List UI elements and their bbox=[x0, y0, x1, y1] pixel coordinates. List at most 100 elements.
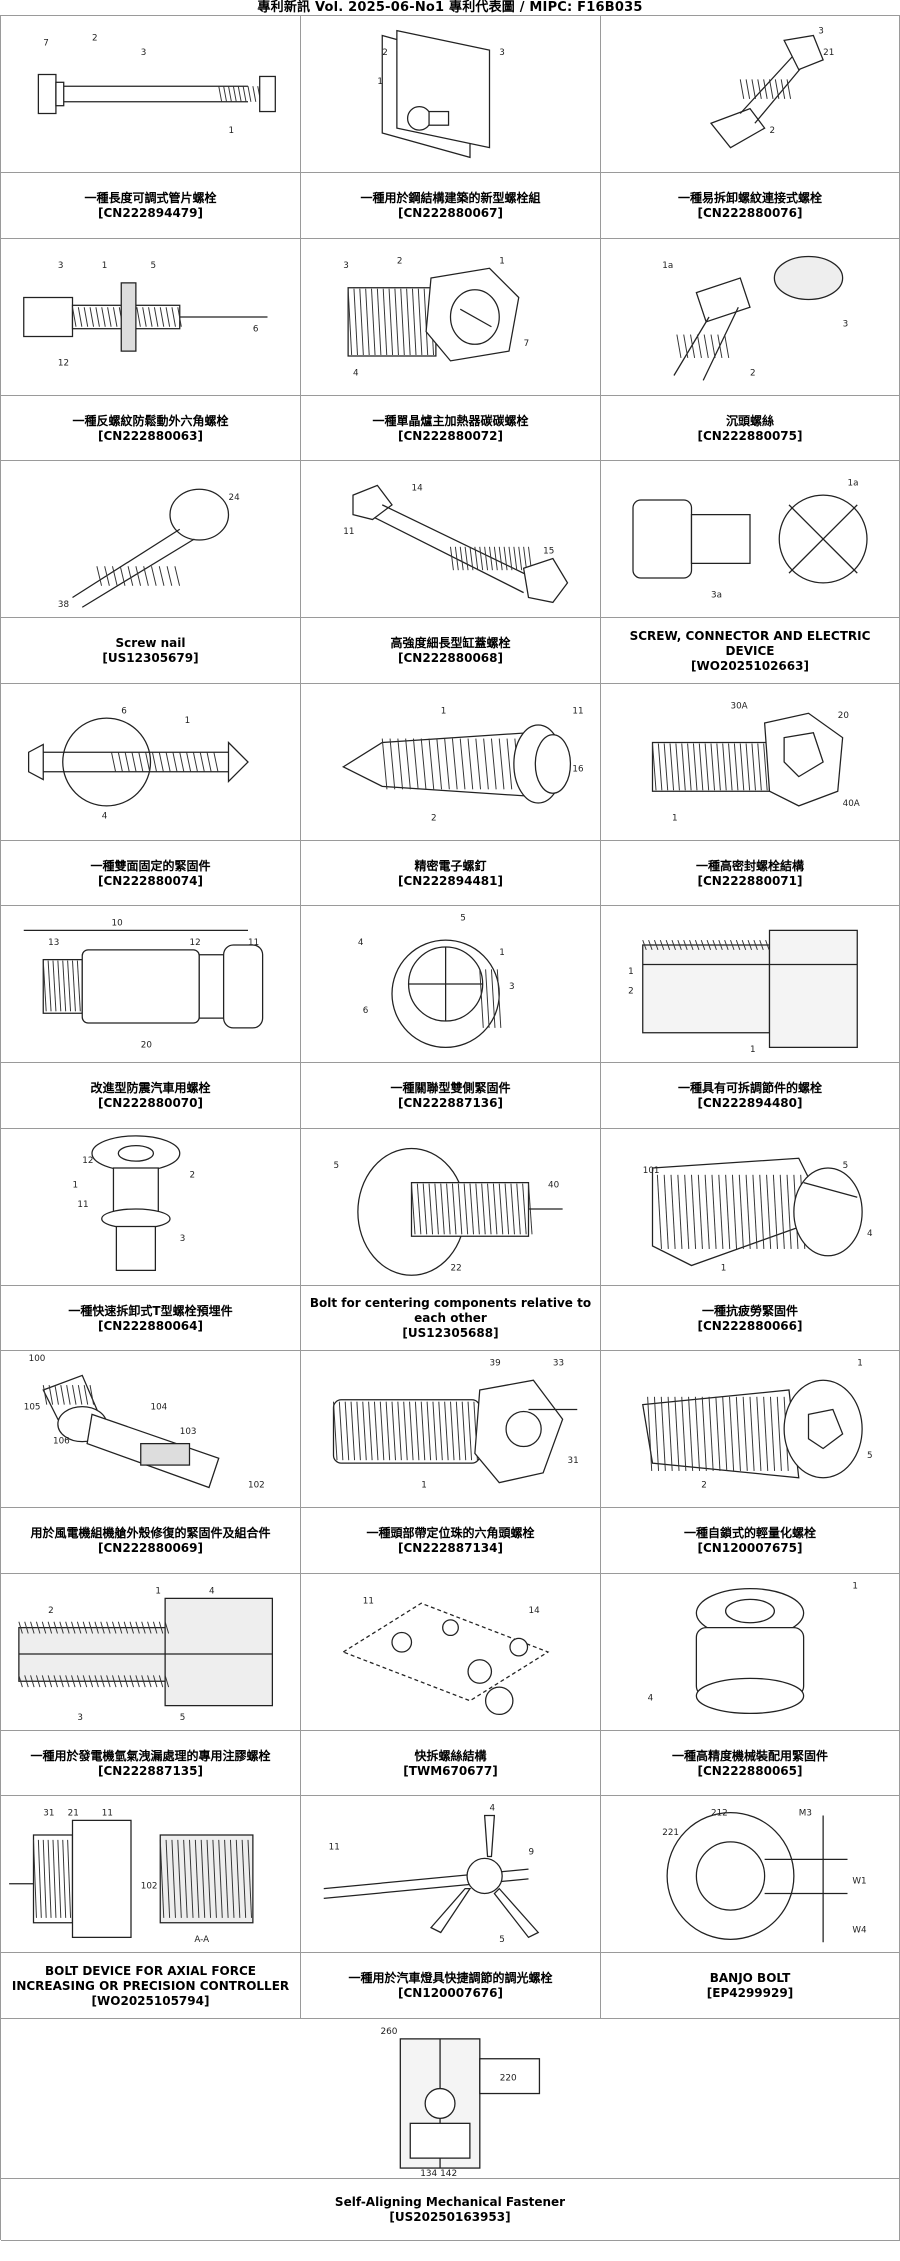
patent-card[interactable]: 1114快拆螺絲結構[TWM670677] bbox=[301, 1574, 601, 1797]
svg-text:3: 3 bbox=[180, 1234, 186, 1244]
svg-text:2: 2 bbox=[770, 126, 776, 136]
patent-card[interactable]: 614一種雙面固定的緊固件[CN222880074] bbox=[1, 684, 301, 907]
patent-card[interactable]: 32174一種單晶爐主加熱器碳碳螺栓[CN222880072] bbox=[301, 239, 601, 462]
patent-card[interactable]: 21435一種用於發電機氫氣洩漏處理的專用注膠螺栓[CN222887135] bbox=[1, 1574, 301, 1797]
patent-caption: 改進型防震汽車用螺栓[CN222880070] bbox=[1, 1063, 300, 1129]
svg-text:105: 105 bbox=[24, 1403, 41, 1413]
axial-drawing: 312111102A-A bbox=[1, 1796, 300, 1953]
svg-text:A-A: A-A bbox=[194, 1935, 209, 1945]
patent-number[interactable]: [CN222880076] bbox=[698, 206, 803, 221]
patent-number[interactable]: [CN222880074] bbox=[98, 874, 203, 889]
patent-card[interactable]: 30A2040A1一種高密封螺栓結構[CN222880071] bbox=[601, 684, 900, 907]
patent-number[interactable]: [WO2025102663] bbox=[691, 659, 809, 674]
patent-number[interactable]: [CN222880068] bbox=[398, 651, 503, 666]
patent-card[interactable]: 121一種具有可拆調節件的螺栓[CN222894480] bbox=[601, 906, 900, 1129]
patent-number[interactable]: [CN222880070] bbox=[98, 1096, 203, 1111]
patent-card[interactable]: 3933311一種頭部帶定位珠的六角頭螺栓[CN222887134] bbox=[301, 1351, 601, 1574]
patent-number[interactable]: [US20250163953] bbox=[389, 2210, 510, 2225]
patent-title: 一種用於汽車燈具快捷調節的調光螺栓 bbox=[348, 1971, 552, 1986]
diag-bolt-icon: 3212 bbox=[601, 16, 899, 172]
patent-card[interactable]: 101514一種抗疲勞緊固件[CN222880066] bbox=[601, 1129, 900, 1352]
patent-row: 21435一種用於發電機氫氣洩漏處理的專用注膠螺栓[CN222887135]11… bbox=[0, 1573, 900, 1796]
svg-text:103: 103 bbox=[180, 1427, 197, 1437]
patent-number[interactable]: [CN222880064] bbox=[98, 1319, 203, 1334]
svg-text:221: 221 bbox=[662, 1828, 679, 1838]
patent-number[interactable]: [CN222887136] bbox=[398, 1096, 503, 1111]
patent-card[interactable]: 141115高強度細長型缸蓋螺栓[CN222880068] bbox=[301, 461, 601, 684]
svg-text:11: 11 bbox=[343, 527, 354, 537]
patent-card[interactable]: 221212M3W1W4BANJO BOLT[EP4299929] bbox=[601, 1796, 900, 2019]
patent-card[interactable]: 123一種用於鋼結構建築的新型螺栓組[CN222880067] bbox=[301, 16, 601, 239]
patent-card[interactable]: 11495一種用於汽車燈具快捷調節的調光螺栓[CN120007676] bbox=[301, 1796, 601, 2019]
lamp-drawing: 11495 bbox=[301, 1796, 600, 1953]
svg-text:5: 5 bbox=[867, 1451, 873, 1461]
svg-text:1: 1 bbox=[421, 1481, 427, 1491]
patent-number[interactable]: [CN222894479] bbox=[98, 206, 203, 221]
patent-caption: 一種用於鋼結構建築的新型螺栓組[CN222880067] bbox=[301, 173, 600, 239]
patent-caption: 一種雙面固定的緊固件[CN222880074] bbox=[1, 841, 300, 907]
patent-card[interactable]: 312111102A-ABOLT DEVICE FOR AXIAL FORCE … bbox=[1, 1796, 301, 2019]
patent-card[interactable]: 111162精密電子螺釘[CN222894481] bbox=[301, 684, 601, 907]
patent-number[interactable]: [CN222880067] bbox=[398, 206, 503, 221]
patent-number[interactable]: [CN222880075] bbox=[698, 429, 803, 444]
patent-card[interactable]: 54022Bolt for centering components relat… bbox=[301, 1129, 601, 1352]
patent-card[interactable]: 1310121120改進型防震汽車用螺栓[CN222880070] bbox=[1, 906, 301, 1129]
connector-drawing: 1a3a bbox=[601, 461, 899, 618]
patent-card[interactable]: 1a3aSCREW, CONNECTOR AND ELECTRIC DEVICE… bbox=[601, 461, 900, 684]
patent-number[interactable]: [CN222894481] bbox=[398, 874, 503, 889]
patent-number[interactable]: [CN222887134] bbox=[398, 1541, 503, 1556]
centering-drawing: 54022 bbox=[301, 1129, 600, 1286]
svg-text:31: 31 bbox=[43, 1809, 54, 1819]
patent-row: 614一種雙面固定的緊固件[CN222880074]111162精密電子螺釘[C… bbox=[0, 683, 900, 906]
patent-number[interactable]: [CN222887135] bbox=[98, 1764, 203, 1779]
patent-number[interactable]: [US12305688] bbox=[402, 1326, 498, 1341]
patent-caption: BOLT DEVICE FOR AXIAL FORCE INCREASING O… bbox=[1, 1953, 300, 2019]
patent-card[interactable]: 315612 一種反螺紋防鬆動外六角螺栓[CN222880063] bbox=[1, 239, 301, 462]
patent-card[interactable]: 100104103102105106用於風電機組機艙外殼修復的緊固件及組合件[C… bbox=[1, 1351, 301, 1574]
patent-card[interactable]: 54136一種關聯型雙側緊固件[CN222887136] bbox=[301, 906, 601, 1129]
patent-card[interactable]: 14一種高精度機械裝配用緊固件[CN222880065] bbox=[601, 1574, 900, 1797]
patent-card[interactable]: 260220134 142Self-Aligning Mechanical Fa… bbox=[1, 2019, 900, 2242]
svg-text:2: 2 bbox=[750, 368, 756, 378]
patent-title: 沉頭螺絲 bbox=[726, 414, 774, 429]
patent-card[interactable]: 1a32沉頭螺絲[CN222880075] bbox=[601, 239, 900, 462]
patent-number[interactable]: [CN222894480] bbox=[698, 1096, 803, 1111]
patent-number[interactable]: [CN222880066] bbox=[698, 1319, 803, 1334]
svg-text:1: 1 bbox=[185, 716, 191, 726]
patent-number[interactable]: [CN222880069] bbox=[98, 1541, 203, 1556]
patent-caption: 沉頭螺絲[CN222880075] bbox=[601, 396, 899, 462]
svg-text:4: 4 bbox=[490, 1804, 496, 1814]
patent-number[interactable]: [CN120007676] bbox=[398, 1986, 503, 2001]
patent-number[interactable]: [CN222880071] bbox=[698, 874, 803, 889]
patent-card[interactable]: 152一種自鎖式的輕量化螺栓[CN120007675] bbox=[601, 1351, 900, 1574]
patent-number[interactable]: [TWM670677] bbox=[403, 1764, 497, 1779]
svg-text:104: 104 bbox=[150, 1403, 167, 1413]
patent-row: 315612 一種反螺紋防鬆動外六角螺栓[CN222880063] 32174一種單… bbox=[0, 238, 900, 461]
patent-card[interactable]: 3212一種易拆卸螺紋連接式螺栓[CN222880076] bbox=[601, 16, 900, 239]
patent-number[interactable]: [CN222880065] bbox=[698, 1764, 803, 1779]
patent-number[interactable]: [CN120007675] bbox=[698, 1541, 803, 1556]
patent-number[interactable]: [US12305679] bbox=[102, 651, 198, 666]
patent-number[interactable]: [WO2025105794] bbox=[92, 1994, 210, 2009]
svg-text:1: 1 bbox=[499, 256, 505, 266]
svg-text:11: 11 bbox=[329, 1843, 340, 1853]
patent-card[interactable]: 7231一種長度可調式管片螺栓[CN222894479] bbox=[1, 16, 301, 239]
patent-number[interactable]: [CN222880072] bbox=[398, 429, 503, 444]
patent-title: BANJO BOLT bbox=[710, 1971, 791, 1986]
countersunk-icon: 1a32 bbox=[601, 239, 899, 395]
panel-bolt-icon: 123 bbox=[301, 16, 600, 172]
patent-caption: 一種用於汽車燈具快捷調節的調光螺栓[CN120007676] bbox=[301, 1953, 600, 2019]
svg-text:3a: 3a bbox=[711, 591, 722, 601]
svg-text:1: 1 bbox=[377, 77, 383, 87]
patent-caption: 一種高密封螺栓結構[CN222880071] bbox=[601, 841, 899, 907]
svg-text:12: 12 bbox=[189, 938, 200, 948]
patent-card[interactable]: 1221113一種快速拆卸式T型螺栓預埋件[CN222880064] bbox=[1, 1129, 301, 1352]
svg-text:5: 5 bbox=[150, 261, 156, 271]
patent-number[interactable]: [CN222880063] bbox=[98, 429, 203, 444]
patent-number[interactable]: [EP4299929] bbox=[707, 1986, 793, 2001]
section-bolt-icon: 315612 bbox=[1, 239, 300, 395]
patent-title: 一種雙面固定的緊固件 bbox=[90, 859, 210, 874]
patent-title: 一種反螺紋防鬆動外六角螺栓 bbox=[72, 414, 228, 429]
svg-text:11: 11 bbox=[248, 938, 259, 948]
patent-card[interactable]: 2438Screw nail[US12305679] bbox=[1, 461, 301, 684]
